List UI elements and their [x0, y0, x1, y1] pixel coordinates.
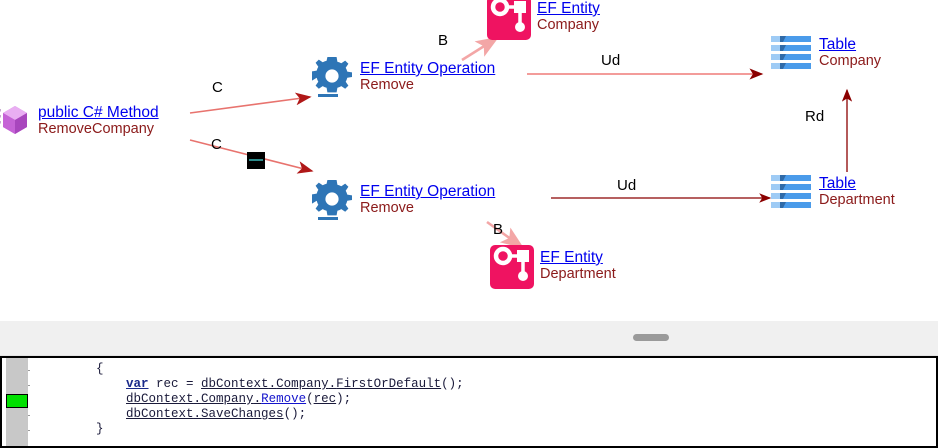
- code-token: rec =: [148, 377, 202, 391]
- edge-selection-marker[interactable]: [247, 152, 265, 169]
- node-title-table-company[interactable]: Table: [819, 36, 857, 53]
- node-subtitle-method: RemoveCompany: [38, 121, 155, 138]
- node-public-csharp-method[interactable]: public C# Method RemoveCompany: [0, 103, 159, 142]
- edge-label-b-lower: B: [493, 221, 504, 238]
- code-token: FirstOrDefault: [336, 377, 442, 391]
- node-table-company[interactable]: Table Company: [769, 34, 881, 79]
- node-ef-entity-company[interactable]: EF Entity Company: [487, 0, 600, 45]
- node-title-table-department[interactable]: Table: [819, 175, 857, 192]
- code-line[interactable]: {: [36, 362, 464, 377]
- node-subtitle-table-company: Company: [819, 53, 882, 70]
- code-indent: [36, 377, 126, 392]
- code-token: SaveChanges: [201, 407, 284, 421]
- edge-label-c-upper: C: [212, 79, 223, 96]
- code-editor-panel[interactable]: { var rec = dbContext.Company.FirstOrDef…: [0, 356, 938, 448]
- diagram-canvas[interactable]: C C B B Ud Ud Rd public C# Method Remo: [0, 0, 938, 320]
- node-ef-entity-operation-department[interactable]: EF Entity Operation Remove: [310, 177, 495, 226]
- node-label-group: public C# Method RemoveCompany: [38, 104, 159, 138]
- code-token: dbContext: [201, 377, 269, 391]
- code-indent: [36, 422, 96, 437]
- code-lines[interactable]: { var rec = dbContext.Company.FirstOrDef…: [36, 362, 464, 437]
- code-token: ();: [441, 377, 464, 391]
- code-token: (: [306, 392, 314, 406]
- code-indent: [36, 392, 126, 407]
- ef-entity-icon: [487, 0, 531, 45]
- edge-label-ud-upper: Ud: [601, 52, 621, 69]
- node-subtitle-table-department: Department: [819, 192, 895, 209]
- code-line[interactable]: dbContext.Company.Remove(rec);: [36, 392, 464, 407]
- node-table-department[interactable]: Table Department: [769, 173, 895, 218]
- code-token: var: [126, 377, 149, 391]
- code-token: .: [328, 377, 337, 391]
- code-token: .: [193, 392, 202, 406]
- node-title-entity-company[interactable]: EF Entity: [537, 0, 600, 17]
- diagram-edges: [189, 36, 853, 249]
- node-title-entity-department[interactable]: EF Entity: [540, 249, 603, 266]
- edge-operation-department-to-entity: [486, 220, 525, 249]
- cube-icon: [0, 103, 32, 142]
- code-token: .: [253, 392, 262, 406]
- code-token: .: [193, 407, 202, 421]
- code-token: Remove: [261, 392, 307, 406]
- node-title-method[interactable]: public C# Method: [38, 104, 159, 121]
- edge-label-c-lower: C: [211, 136, 222, 153]
- code-indent: [36, 407, 126, 422]
- node-label-group: Table Company: [819, 36, 882, 70]
- node-subtitle-operation-company: Remove: [360, 77, 414, 94]
- gutter-divider: [29, 358, 30, 446]
- edge-method-to-operation-company: [189, 92, 312, 114]
- coverage-marker[interactable]: [6, 394, 28, 408]
- node-label-group: EF Entity Department: [540, 249, 616, 283]
- node-title-operation-department[interactable]: EF Entity Operation: [360, 183, 496, 200]
- gear-icon: [310, 54, 354, 103]
- edge-selection-marker-line: [249, 159, 263, 161]
- node-subtitle-operation-department: Remove: [360, 200, 414, 217]
- table-icon: [769, 34, 813, 79]
- code-token: }: [96, 422, 104, 436]
- panel-splitter[interactable]: [0, 320, 938, 356]
- code-token: Company: [201, 392, 254, 406]
- edge-label-b-upper: B: [438, 32, 449, 49]
- code-token: );: [336, 392, 352, 406]
- ef-entity-icon: [490, 245, 534, 294]
- node-label-group: EF Entity Company: [537, 0, 600, 34]
- node-label-group: EF Entity Operation Remove: [360, 183, 496, 217]
- node-ef-entity-operation-company[interactable]: EF Entity Operation Remove: [310, 54, 495, 103]
- code-line[interactable]: var rec = dbContext.Company.FirstOrDefau…: [36, 377, 464, 392]
- code-token: Company: [276, 377, 329, 391]
- node-subtitle-entity-department: Department: [540, 266, 616, 283]
- table-icon: [769, 173, 813, 218]
- code-token: rec: [313, 392, 337, 406]
- node-subtitle-entity-company: Company: [537, 17, 600, 34]
- gutter-ticks: [28, 358, 30, 446]
- gear-base: [318, 217, 338, 220]
- gear-icon: [310, 177, 354, 226]
- code-token: {: [96, 362, 104, 376]
- node-ef-entity-department[interactable]: EF Entity Department: [490, 245, 616, 294]
- code-indent: [36, 362, 96, 377]
- gear-base: [318, 94, 338, 97]
- code-token: .: [268, 377, 277, 391]
- splitter-grip[interactable]: [633, 334, 669, 341]
- code-line[interactable]: }: [36, 422, 464, 437]
- edge-operation-company-to-entity: [461, 36, 500, 62]
- node-label-group: EF Entity Operation Remove: [360, 60, 496, 94]
- node-label-group: Table Department: [819, 175, 895, 209]
- edge-label-ud-lower: Ud: [617, 177, 637, 194]
- edge-label-rd: Rd: [805, 108, 825, 125]
- node-title-operation-company[interactable]: EF Entity Operation: [360, 60, 496, 77]
- code-token: ();: [283, 407, 307, 421]
- code-token: dbContext: [126, 392, 194, 406]
- code-token: dbContext: [126, 407, 194, 421]
- code-line[interactable]: dbContext.SaveChanges();: [36, 407, 464, 422]
